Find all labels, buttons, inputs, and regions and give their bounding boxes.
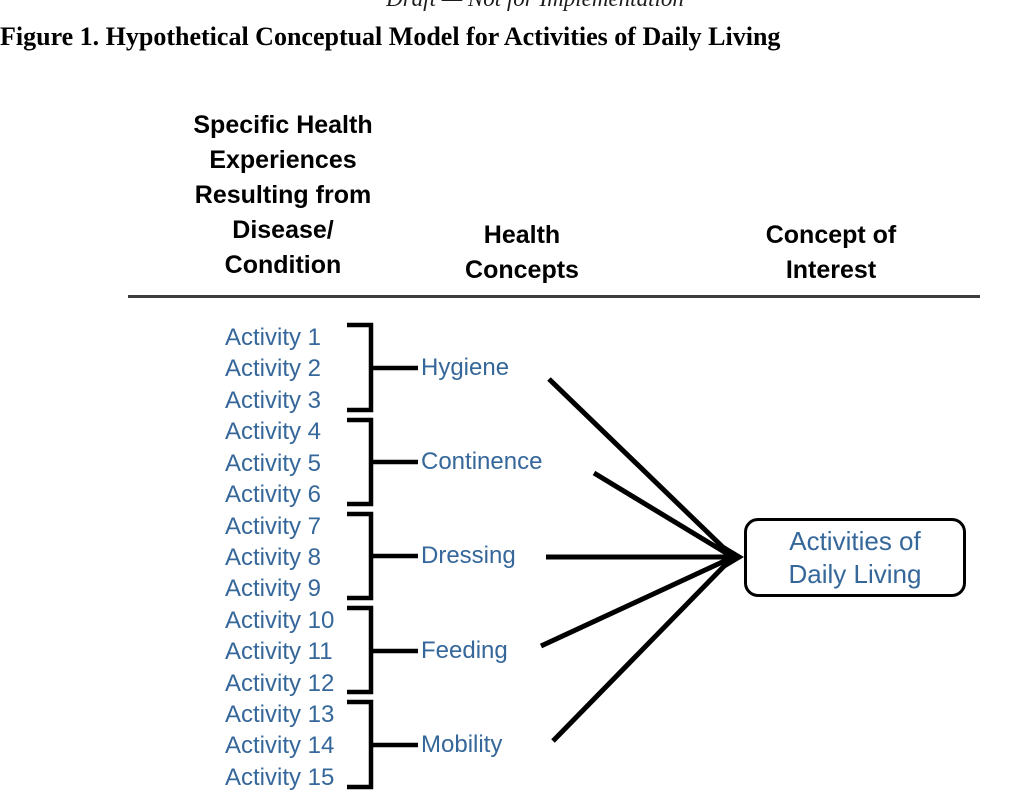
activity-item: Activity 3 [225, 386, 322, 414]
activity-item: Activity 5 [225, 449, 322, 477]
concept-label-mobility: Mobility [421, 731, 503, 758]
activities-of-daily-living-label: Activities of Daily Living [788, 525, 922, 589]
line-continence-to-adl [592, 470, 733, 559]
concept-label-hygiene: Hygiene [421, 354, 510, 381]
activity-item: Activity 4 [225, 418, 322, 446]
header-divider-line [128, 295, 980, 298]
bracket-hygiene [347, 322, 374, 413]
column-header-concept-of-interest: Concept of Interest [765, 221, 897, 284]
activity-item: Activity 14 [225, 732, 335, 760]
line-mobility-to-adl [551, 557, 733, 743]
activity-item: Activity 15 [225, 763, 335, 791]
concept-label-continence: Continence [421, 448, 543, 475]
activity-item: Activity 8 [225, 543, 322, 571]
activity-item: Activity 2 [225, 355, 322, 383]
draft-watermark: Draft — Not for Implementation [290, 0, 780, 13]
concept-label-dressing: Dressing [421, 542, 516, 569]
activity-item: Activity 1 [225, 324, 322, 351]
column-header-specific-health-experiences: Specific Health Experiences Resulting fr… [193, 111, 373, 279]
concept-label-feeding: Feeding [421, 637, 508, 664]
activities-list: Activity 1 Activity 2 Activity 3 Activit… [225, 322, 334, 793]
bracket-continence [347, 417, 374, 507]
activity-item: Activity 7 [225, 512, 322, 540]
activity-item: Activity 11 [225, 638, 333, 666]
column-header-health-concepts: Health Concepts [465, 221, 579, 284]
activity-item: Activity 6 [225, 481, 322, 509]
bracket-feeding [347, 605, 374, 695]
line-hygiene-to-adl [547, 377, 733, 557]
activity-item: Activity 12 [225, 669, 335, 697]
arrowhead-into-adl-box [724, 545, 744, 569]
draft-watermark-text: Draft — Not for Implementation [290, 0, 780, 12]
activity-item: Activity 13 [225, 701, 335, 729]
activity-item: Activity 9 [225, 575, 322, 603]
bracket-dressing [347, 511, 374, 601]
activity-item: Activity 10 [225, 606, 335, 634]
figure-title: Figure 1. Hypothetical Conceptual Model … [0, 22, 781, 51]
bracket-mobility [347, 699, 374, 790]
activities-of-daily-living-box: Activities of Daily Living [744, 518, 966, 597]
line-feeding-to-adl [539, 555, 733, 649]
